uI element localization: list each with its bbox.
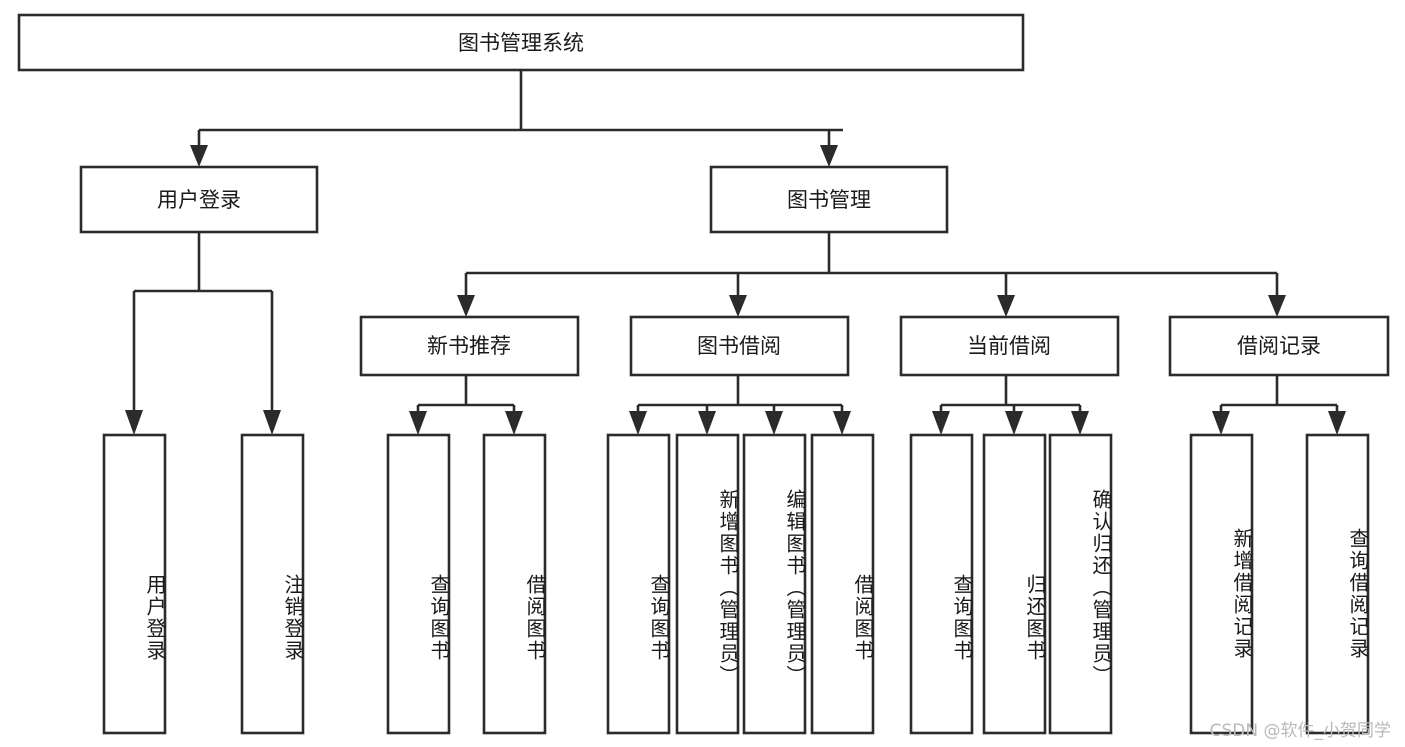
- node-label-book-manage: 图书管理: [787, 188, 871, 212]
- arrow-head-leaf-add-borrow-record: [1212, 411, 1230, 435]
- node-box-leaf-confirm-return-admin[interactable]: [1048, 433, 1113, 735]
- node-box-borrow-record[interactable]: [1168, 315, 1390, 377]
- node-box-leaf-query-book-rec[interactable]: [386, 433, 451, 735]
- arrow-head-leaf-return-book: [1005, 411, 1023, 435]
- node-box-leaf-add-borrow-record[interactable]: [1189, 433, 1254, 735]
- arrow-head-leaf-query-book-borrow: [629, 411, 647, 435]
- node-box-book-manage[interactable]: [709, 165, 949, 234]
- node-box-leaf-edit-book-admin[interactable]: [742, 433, 807, 735]
- node-box-root[interactable]: [17, 13, 1025, 72]
- arrow-head-leaf-query-book-current: [932, 411, 950, 435]
- node-box-leaf-query-book-current[interactable]: [909, 433, 974, 735]
- node-label-root: 图书管理系统: [458, 31, 584, 55]
- node-box-book-borrow[interactable]: [629, 315, 850, 377]
- node-label-current-borrow: 当前借阅: [967, 334, 1051, 358]
- node-label-new-book-recommend: 新书推荐: [427, 334, 511, 358]
- arrow-head-user-login: [190, 145, 208, 167]
- node-box-user-login[interactable]: [79, 165, 319, 234]
- connector-group-book-borrow: [629, 375, 851, 435]
- arrow-head-borrow-record: [1268, 295, 1286, 317]
- node-box-current-borrow[interactable]: [899, 315, 1120, 377]
- arrow-head-leaf-user-logout: [263, 410, 281, 435]
- connector-group-current-borrow: [932, 375, 1089, 435]
- arrow-head-leaf-user-login: [125, 410, 143, 435]
- arrow-head-leaf-confirm-return-admin: [1071, 411, 1089, 435]
- connector-group-book-manage: [457, 232, 1286, 317]
- connector-group-user-login: [125, 232, 281, 435]
- node-box-leaf-query-book-borrow[interactable]: [606, 433, 671, 735]
- connector-group-new-book-recommend: [409, 375, 523, 435]
- node-box-leaf-user-logout[interactable]: [240, 433, 305, 735]
- arrow-head-book-borrow: [729, 295, 747, 317]
- connector-group-root: [190, 70, 843, 167]
- node-box-leaf-add-book-admin[interactable]: [675, 433, 740, 735]
- arrow-head-book-manage: [820, 145, 838, 167]
- node-box-new-book-recommend[interactable]: [359, 315, 580, 377]
- node-label-book-borrow: 图书借阅: [697, 334, 781, 358]
- arrow-head-leaf-borrow-book: [833, 411, 851, 435]
- node-label-borrow-record: 借阅记录: [1237, 334, 1321, 358]
- node-box-leaf-user-login[interactable]: [102, 433, 167, 735]
- node-box-leaf-borrow-book[interactable]: [810, 433, 875, 735]
- node-box-leaf-return-book[interactable]: [982, 433, 1047, 735]
- watermark-text: CSDN @软件_小贺同学: [1209, 721, 1391, 741]
- arrow-head-current-borrow: [997, 295, 1015, 317]
- node-label-user-login: 用户登录: [157, 188, 241, 212]
- node-box-leaf-borrow-book-rec[interactable]: [482, 433, 547, 735]
- arrow-head-leaf-query-book-rec: [409, 411, 427, 435]
- arrow-head-leaf-add-book-admin: [698, 411, 716, 435]
- arrow-head-leaf-borrow-book-rec: [505, 411, 523, 435]
- arrow-head-leaf-edit-book-admin: [765, 411, 783, 435]
- arrow-head-new-book-recommend: [457, 295, 475, 317]
- connector-group-borrow-record: [1212, 375, 1346, 435]
- node-box-leaf-query-borrow-record[interactable]: [1305, 433, 1370, 735]
- arrow-head-leaf-query-borrow-record: [1328, 411, 1346, 435]
